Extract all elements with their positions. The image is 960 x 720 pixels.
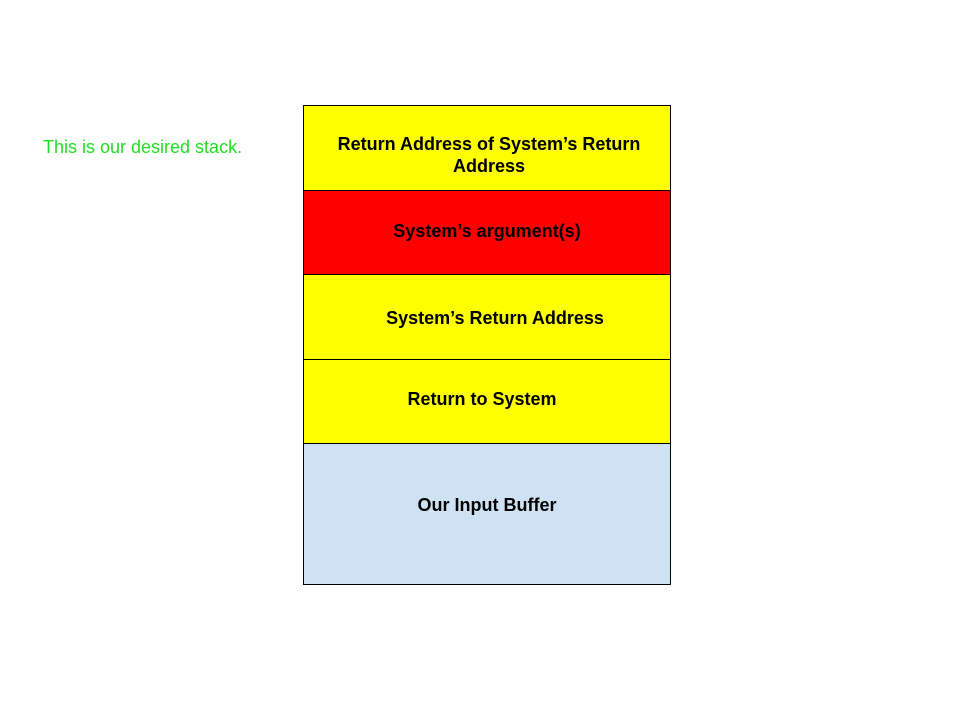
stack-cell-return-address-of-system-return-address: Return Address of System’s Return Addres… bbox=[303, 105, 671, 191]
stack-cell-label: Our Input Buffer bbox=[417, 495, 557, 515]
stack-cell-label: Return Address of System’s Return Addres… bbox=[337, 134, 641, 176]
stack-cell-system-arguments: System’s argument(s) bbox=[303, 190, 671, 275]
stack-diagram: Return Address of System’s Return Addres… bbox=[303, 105, 671, 585]
stack-cell-label: System’s argument(s) bbox=[393, 221, 581, 241]
stack-cell-system-return-address: System’s Return Address bbox=[303, 274, 671, 360]
stack-caption: This is our desired stack. bbox=[43, 137, 243, 157]
stack-cell-input-buffer: Our Input Buffer bbox=[303, 443, 671, 585]
stack-cell-label: System’s Return Address bbox=[386, 308, 604, 328]
stack-cell-return-to-system: Return to System bbox=[303, 359, 671, 444]
stack-cell-label: Return to System bbox=[407, 389, 557, 409]
